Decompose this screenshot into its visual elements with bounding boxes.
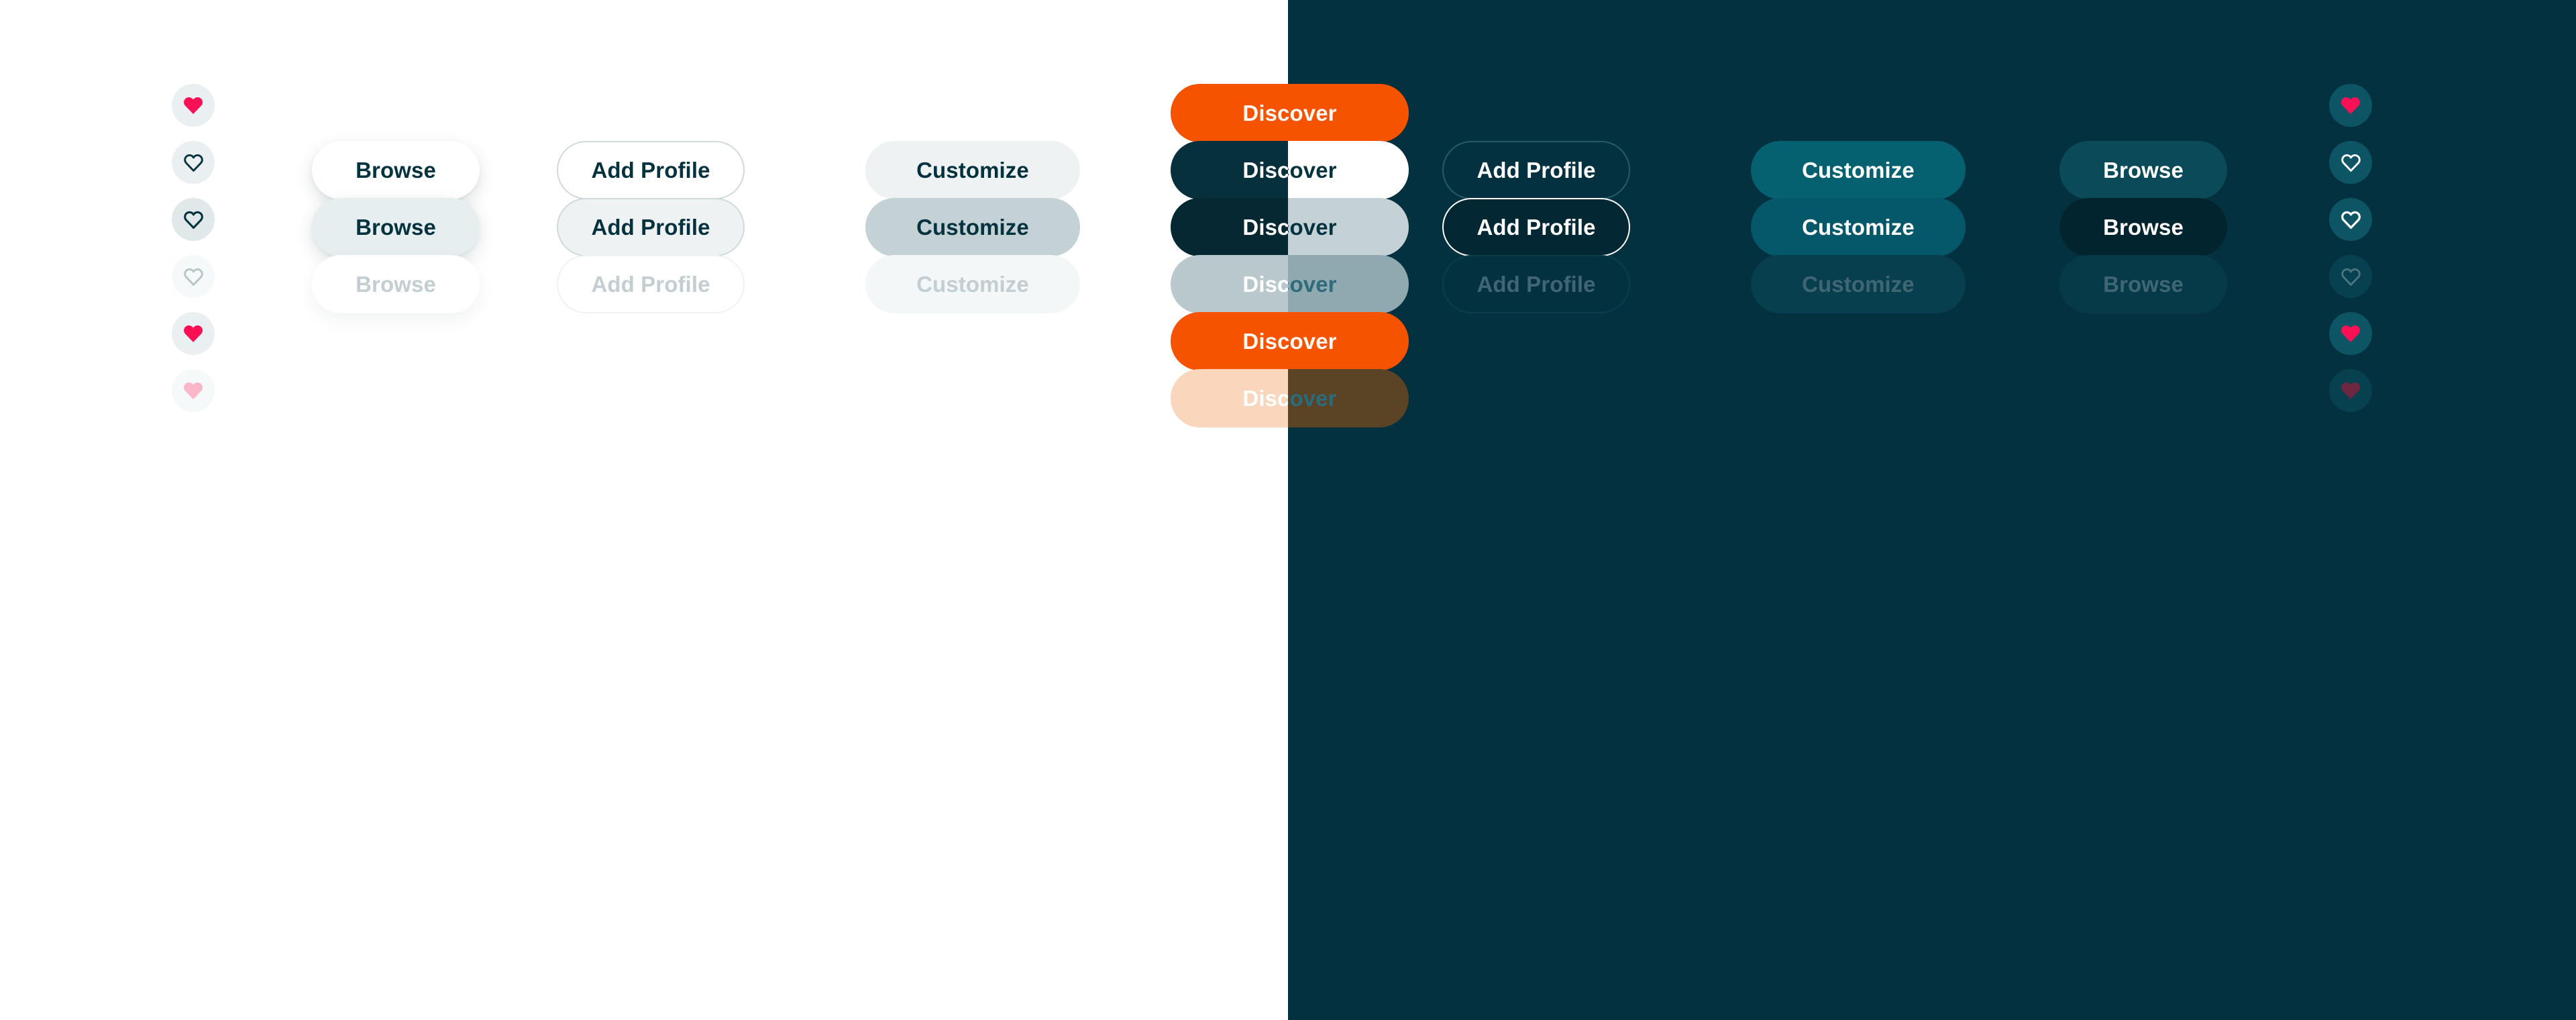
customize-button-row2-light[interactable]: Customize — [865, 141, 1080, 199]
discover-button-row5-dark[interactable]: Discover — [1242, 312, 1409, 370]
discover-label: Discover — [1242, 387, 1288, 409]
browse-label: Browse — [2103, 158, 2184, 183]
discover-button-row3-dark[interactable]: Discover — [1242, 198, 1409, 256]
add-profile-button-row3-light[interactable]: Add Profile — [557, 198, 745, 256]
discover-label: Discover — [1242, 159, 1288, 181]
add-profile-label: Add Profile — [1477, 272, 1596, 297]
discover-label: Discover — [1242, 158, 1337, 183]
customize-label: Customize — [1802, 272, 1915, 297]
discover-button-row6-light-disabled: Discover — [1171, 369, 1288, 427]
browse-label: Browse — [356, 272, 436, 297]
discover-label: Discover — [1242, 102, 1288, 124]
customize-button-row4-dark-disabled: Customize — [1751, 255, 1966, 313]
customize-label: Customize — [916, 158, 1029, 183]
customize-button-row3-light[interactable]: Customize — [865, 198, 1080, 256]
browse-label: Browse — [356, 158, 436, 183]
heart-outline-icon — [2341, 154, 2361, 172]
discover-label: Discover — [1242, 330, 1288, 352]
heart-filled-icon — [184, 97, 203, 114]
discover-button-row4-dark-disabled: Discover — [1242, 255, 1409, 313]
add-profile-button-row2-light[interactable]: Add Profile — [557, 141, 745, 199]
add-profile-button-row4-light-disabled: Add Profile — [557, 255, 745, 313]
heart-filled-icon — [184, 325, 203, 342]
favorite-button-row2-dark[interactable] — [2329, 141, 2372, 184]
discover-label: Discover — [1242, 386, 1337, 411]
heart-outline-icon — [183, 154, 203, 172]
add-profile-label: Add Profile — [1477, 158, 1596, 183]
discover-button-row5-light[interactable]: Discover — [1171, 312, 1288, 370]
heart-outline-icon — [2341, 211, 2361, 229]
favorite-button-row5-light[interactable] — [172, 312, 215, 355]
discover-label: Discover — [1242, 101, 1337, 125]
add-profile-label: Add Profile — [591, 272, 710, 297]
favorite-button-row1-dark[interactable] — [2329, 84, 2372, 127]
favorite-button-row6-light-disabled — [172, 369, 215, 412]
customize-label: Customize — [1802, 215, 1915, 240]
browse-label: Browse — [2103, 272, 2184, 297]
browse-label: Browse — [2103, 215, 2184, 240]
add-profile-button-row3-dark[interactable]: Add Profile — [1442, 198, 1630, 256]
heart-filled-icon — [2341, 325, 2360, 342]
favorite-button-row2-light[interactable] — [172, 141, 215, 184]
heart-outline-icon — [183, 211, 203, 229]
discover-button-row3-light[interactable]: Discover — [1171, 198, 1288, 256]
customize-label: Customize — [1802, 158, 1915, 183]
heart-filled-icon — [2341, 97, 2360, 114]
browse-button-row4-dark-disabled: Browse — [2059, 255, 2227, 313]
customize-label: Customize — [916, 215, 1029, 240]
discover-label: Discover — [1242, 273, 1288, 295]
heart-filled-icon — [2341, 382, 2360, 399]
discover-button-row1-light[interactable]: Discover — [1171, 84, 1288, 142]
favorite-button-row4-light-disabled — [172, 255, 215, 298]
favorite-button-row3-dark[interactable] — [2329, 198, 2372, 241]
browse-button-row3-light[interactable]: Browse — [312, 198, 480, 256]
favorite-button-row1-light[interactable] — [172, 84, 215, 127]
browse-button-row2-dark[interactable]: Browse — [2059, 141, 2227, 199]
add-profile-button-row4-dark-disabled: Add Profile — [1442, 255, 1630, 313]
add-profile-button-row2-dark[interactable]: Add Profile — [1442, 141, 1630, 199]
browse-button-row4-light-disabled: Browse — [312, 255, 480, 313]
heart-filled-icon — [184, 382, 203, 399]
discover-button-row2-dark[interactable]: Discover — [1242, 141, 1409, 199]
favorite-button-row5-dark[interactable] — [2329, 312, 2372, 355]
discover-label: Discover — [1242, 329, 1337, 354]
discover-button-row2-light[interactable]: Discover — [1171, 141, 1288, 199]
favorite-button-row6-dark-disabled — [2329, 369, 2372, 412]
browse-button-row2-light[interactable]: Browse — [312, 141, 480, 199]
heart-outline-icon — [2341, 268, 2361, 286]
discover-button-row1-dark[interactable]: Discover — [1242, 84, 1409, 142]
heart-outline-icon — [183, 268, 203, 286]
add-profile-label: Add Profile — [1477, 215, 1596, 240]
add-profile-label: Add Profile — [591, 215, 710, 240]
discover-label: Discover — [1242, 216, 1288, 238]
discover-label: Discover — [1242, 215, 1337, 240]
browse-button-row3-dark[interactable]: Browse — [2059, 198, 2227, 256]
discover-button-row4-light-disabled: Discover — [1171, 255, 1288, 313]
add-profile-label: Add Profile — [591, 158, 710, 183]
browse-label: Browse — [356, 215, 436, 240]
favorite-button-row3-light[interactable] — [172, 198, 215, 241]
discover-button-row6-dark-disabled: Discover — [1242, 369, 1409, 427]
customize-button-row3-dark[interactable]: Customize — [1751, 198, 1966, 256]
customize-label: Customize — [916, 272, 1029, 297]
customize-button-row4-light-disabled: Customize — [865, 255, 1080, 313]
discover-label: Discover — [1242, 272, 1337, 297]
customize-button-row2-dark[interactable]: Customize — [1751, 141, 1966, 199]
favorite-button-row4-dark-disabled — [2329, 255, 2372, 298]
